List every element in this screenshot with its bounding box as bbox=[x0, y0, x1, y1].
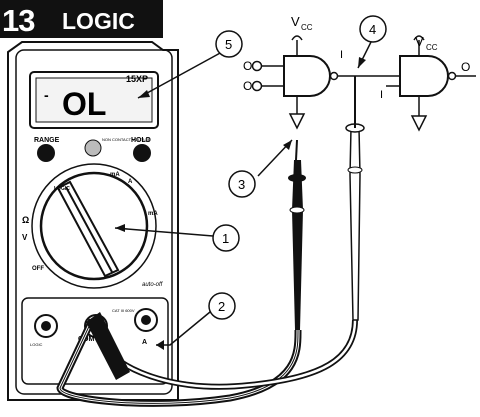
test-leads bbox=[56, 76, 365, 407]
vcc-1-subscript: CC bbox=[301, 23, 313, 32]
hold-button[interactable] bbox=[133, 144, 151, 162]
ncv-label: NON CONTACT VOLTAGE bbox=[102, 137, 151, 142]
callout-3 bbox=[228, 170, 256, 198]
callout-5 bbox=[215, 30, 243, 58]
logic-jack-label: LOGIC bbox=[30, 342, 43, 347]
dial-ma-label: mA bbox=[110, 172, 120, 178]
callout-2 bbox=[208, 292, 236, 320]
input-1-label: O bbox=[243, 59, 252, 73]
dial-off-label: OFF bbox=[32, 266, 44, 272]
vcc-2-subscript: CC bbox=[426, 43, 438, 52]
multimeter: - OL 15XP RANGE NON CONTACT VOLTAGE HOLD… bbox=[7, 41, 179, 401]
callout-1 bbox=[212, 224, 240, 252]
dial-volts-label: V bbox=[22, 233, 28, 242]
ground-1 bbox=[288, 113, 306, 130]
ground-2 bbox=[410, 115, 428, 132]
dial-logic-label: LOGIC bbox=[54, 186, 70, 192]
auto-off-label: auto-off bbox=[142, 282, 164, 288]
hold-label: HOLD bbox=[131, 137, 151, 144]
display-reading: OL bbox=[62, 86, 106, 122]
dial-a-label: A bbox=[128, 179, 133, 185]
a-label: A bbox=[142, 339, 147, 346]
callout-4 bbox=[359, 15, 387, 43]
callout-5-number: 5 bbox=[225, 37, 232, 52]
dial-ma-right-label: mA bbox=[148, 211, 158, 217]
section-header: 13 LOGIC bbox=[0, 0, 163, 38]
display-minus: - bbox=[44, 87, 49, 103]
callouts: 5 4 3 1 2 bbox=[114, 15, 387, 350]
vcc-2-label: V bbox=[415, 34, 424, 49]
range-label: RANGE bbox=[34, 137, 60, 144]
black-probe[interactable] bbox=[292, 160, 303, 330]
callout-1-number: 1 bbox=[222, 231, 229, 246]
callout-3-number: 3 bbox=[238, 177, 245, 192]
dial-ohm-label: Ω bbox=[22, 215, 29, 225]
range-button[interactable] bbox=[37, 144, 55, 162]
input-2-label: O bbox=[243, 79, 252, 93]
section-number: 13 bbox=[2, 3, 35, 38]
ncv-indicator bbox=[84, 139, 102, 157]
section-title: LOGIC bbox=[62, 8, 135, 34]
cat-label: CAT III 600V bbox=[112, 308, 135, 313]
vcc-1-label: V bbox=[291, 14, 300, 29]
callout-4-number: 4 bbox=[369, 22, 376, 37]
input-3-label: I bbox=[380, 89, 383, 101]
model-label: 15XP bbox=[126, 74, 148, 84]
nand-gate-1 bbox=[283, 55, 331, 97]
callout-2-number: 2 bbox=[218, 299, 225, 314]
output-1-label: I bbox=[340, 49, 343, 61]
output-2-label: O bbox=[461, 60, 470, 74]
red-probe[interactable] bbox=[349, 127, 361, 321]
logic-circuit: O O V CC I I O V CC bbox=[243, 14, 476, 132]
nand-gate-2 bbox=[399, 55, 449, 97]
